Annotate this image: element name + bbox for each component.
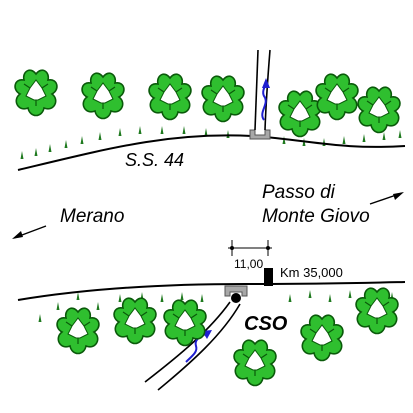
grass-tuft-icon <box>226 130 230 138</box>
direction-right-label-2: Monte Giovo <box>262 206 370 227</box>
bush-icon <box>148 73 192 121</box>
bush-icon <box>233 339 277 387</box>
km-label: Km 35,000 <box>280 265 343 280</box>
grass-tuft-icon <box>348 290 352 298</box>
grass-tuft-icon <box>138 126 142 134</box>
culvert-icon <box>249 129 271 140</box>
road-label: S.S. 44 <box>125 150 184 170</box>
culvert-icon <box>224 285 248 297</box>
grass-tuft-icon <box>34 148 38 156</box>
grass-tuft-icon <box>48 144 52 152</box>
bush-icon <box>278 90 322 138</box>
grass-tuft-icon <box>382 132 386 140</box>
structure-label: CSO <box>244 313 288 335</box>
grass-tuft-icon <box>398 130 402 138</box>
lower-channel <box>144 285 248 391</box>
bush-icon <box>81 72 125 120</box>
km-marker: Km 35,000 <box>264 265 343 286</box>
grass-tuft-icon <box>308 290 312 298</box>
grass-tuft-icon <box>80 136 84 144</box>
grass-tuft-icon <box>200 294 204 302</box>
bush-icon <box>14 69 58 117</box>
grass-tuft-icon <box>182 126 186 134</box>
dimension-label: 11,00 <box>234 257 263 271</box>
upper-vegetation <box>14 69 401 138</box>
grass-tuft-icon <box>342 136 346 144</box>
grass-tuft-icon <box>204 128 208 136</box>
km-marker-icon <box>264 268 273 286</box>
grass-tuft-icon <box>160 126 164 134</box>
grass-tuft-icon <box>288 294 292 302</box>
grass-tuft-icon <box>328 294 332 302</box>
direction-right-label-1: Passo di <box>262 182 336 203</box>
bush-icon <box>357 86 401 134</box>
upper-grass <box>20 126 402 159</box>
dimension: 11,00 <box>228 240 272 271</box>
outlet-point <box>231 293 241 303</box>
grass-tuft-icon <box>362 134 366 142</box>
upper-channel <box>249 49 271 140</box>
grass-tuft-icon <box>64 140 68 148</box>
bush-icon <box>315 73 359 121</box>
bush-icon <box>113 297 157 345</box>
bush-icon <box>163 299 207 347</box>
grass-tuft-icon <box>98 132 102 140</box>
grass-tuft-icon <box>76 292 80 300</box>
grass-tuft-icon <box>38 314 42 322</box>
grass-tuft-icon <box>118 128 122 136</box>
direction-right: Passo di Monte Giovo <box>262 182 404 227</box>
bush-icon <box>201 75 245 123</box>
upper-road-edge <box>17 134 406 171</box>
lower-vegetation <box>56 287 399 387</box>
lower-road-edge <box>17 281 406 301</box>
bush-icon <box>56 307 100 355</box>
direction-left: Merano <box>12 206 124 239</box>
bush-icon <box>300 314 344 362</box>
grass-tuft-icon <box>96 302 100 310</box>
grass-tuft-icon <box>160 294 164 302</box>
grass-tuft-icon <box>118 294 122 302</box>
grass-tuft-icon <box>180 292 184 300</box>
grass-tuft-icon <box>20 151 24 159</box>
grass-tuft-icon <box>56 302 60 310</box>
direction-left-label: Merano <box>60 206 124 227</box>
